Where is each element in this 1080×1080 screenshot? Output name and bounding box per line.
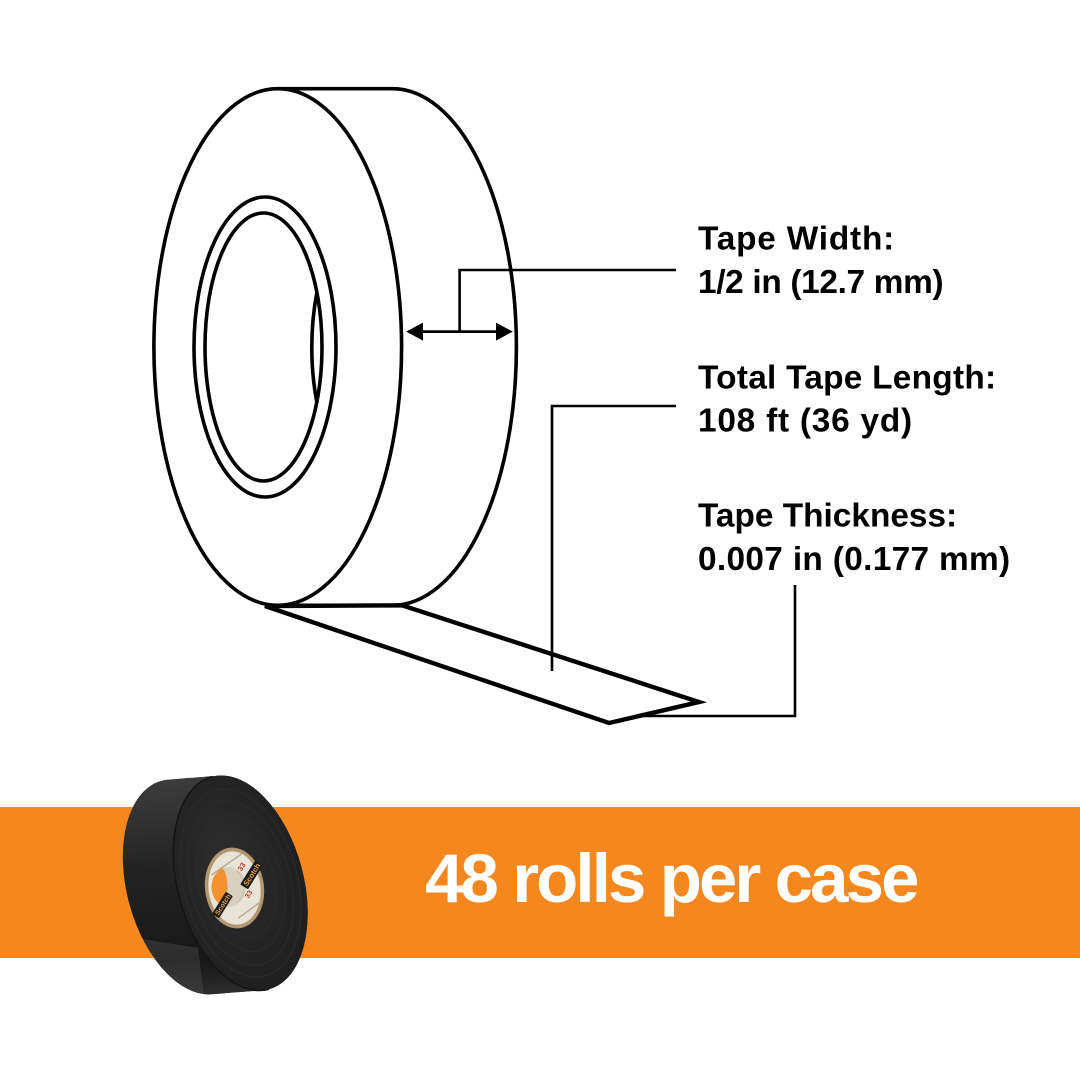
svg-text:1/2 in (12.7 mm): 1/2 in (12.7 mm) (698, 264, 943, 301)
svg-text:48 rolls per case: 48 rolls per case (425, 840, 918, 917)
svg-text:33: 33 (244, 889, 254, 899)
svg-text:Tape Thickness:: Tape Thickness: (698, 498, 957, 535)
svg-text:0.007 in (0.177 mm): 0.007 in (0.177 mm) (698, 541, 1011, 578)
svg-text:108 ft (36 yd): 108 ft (36 yd) (698, 403, 913, 440)
svg-text:Total Tape Length:: Total Tape Length: (698, 360, 996, 397)
svg-text:Tape Width:: Tape Width: (698, 221, 895, 258)
svg-text:33: 33 (236, 861, 248, 873)
